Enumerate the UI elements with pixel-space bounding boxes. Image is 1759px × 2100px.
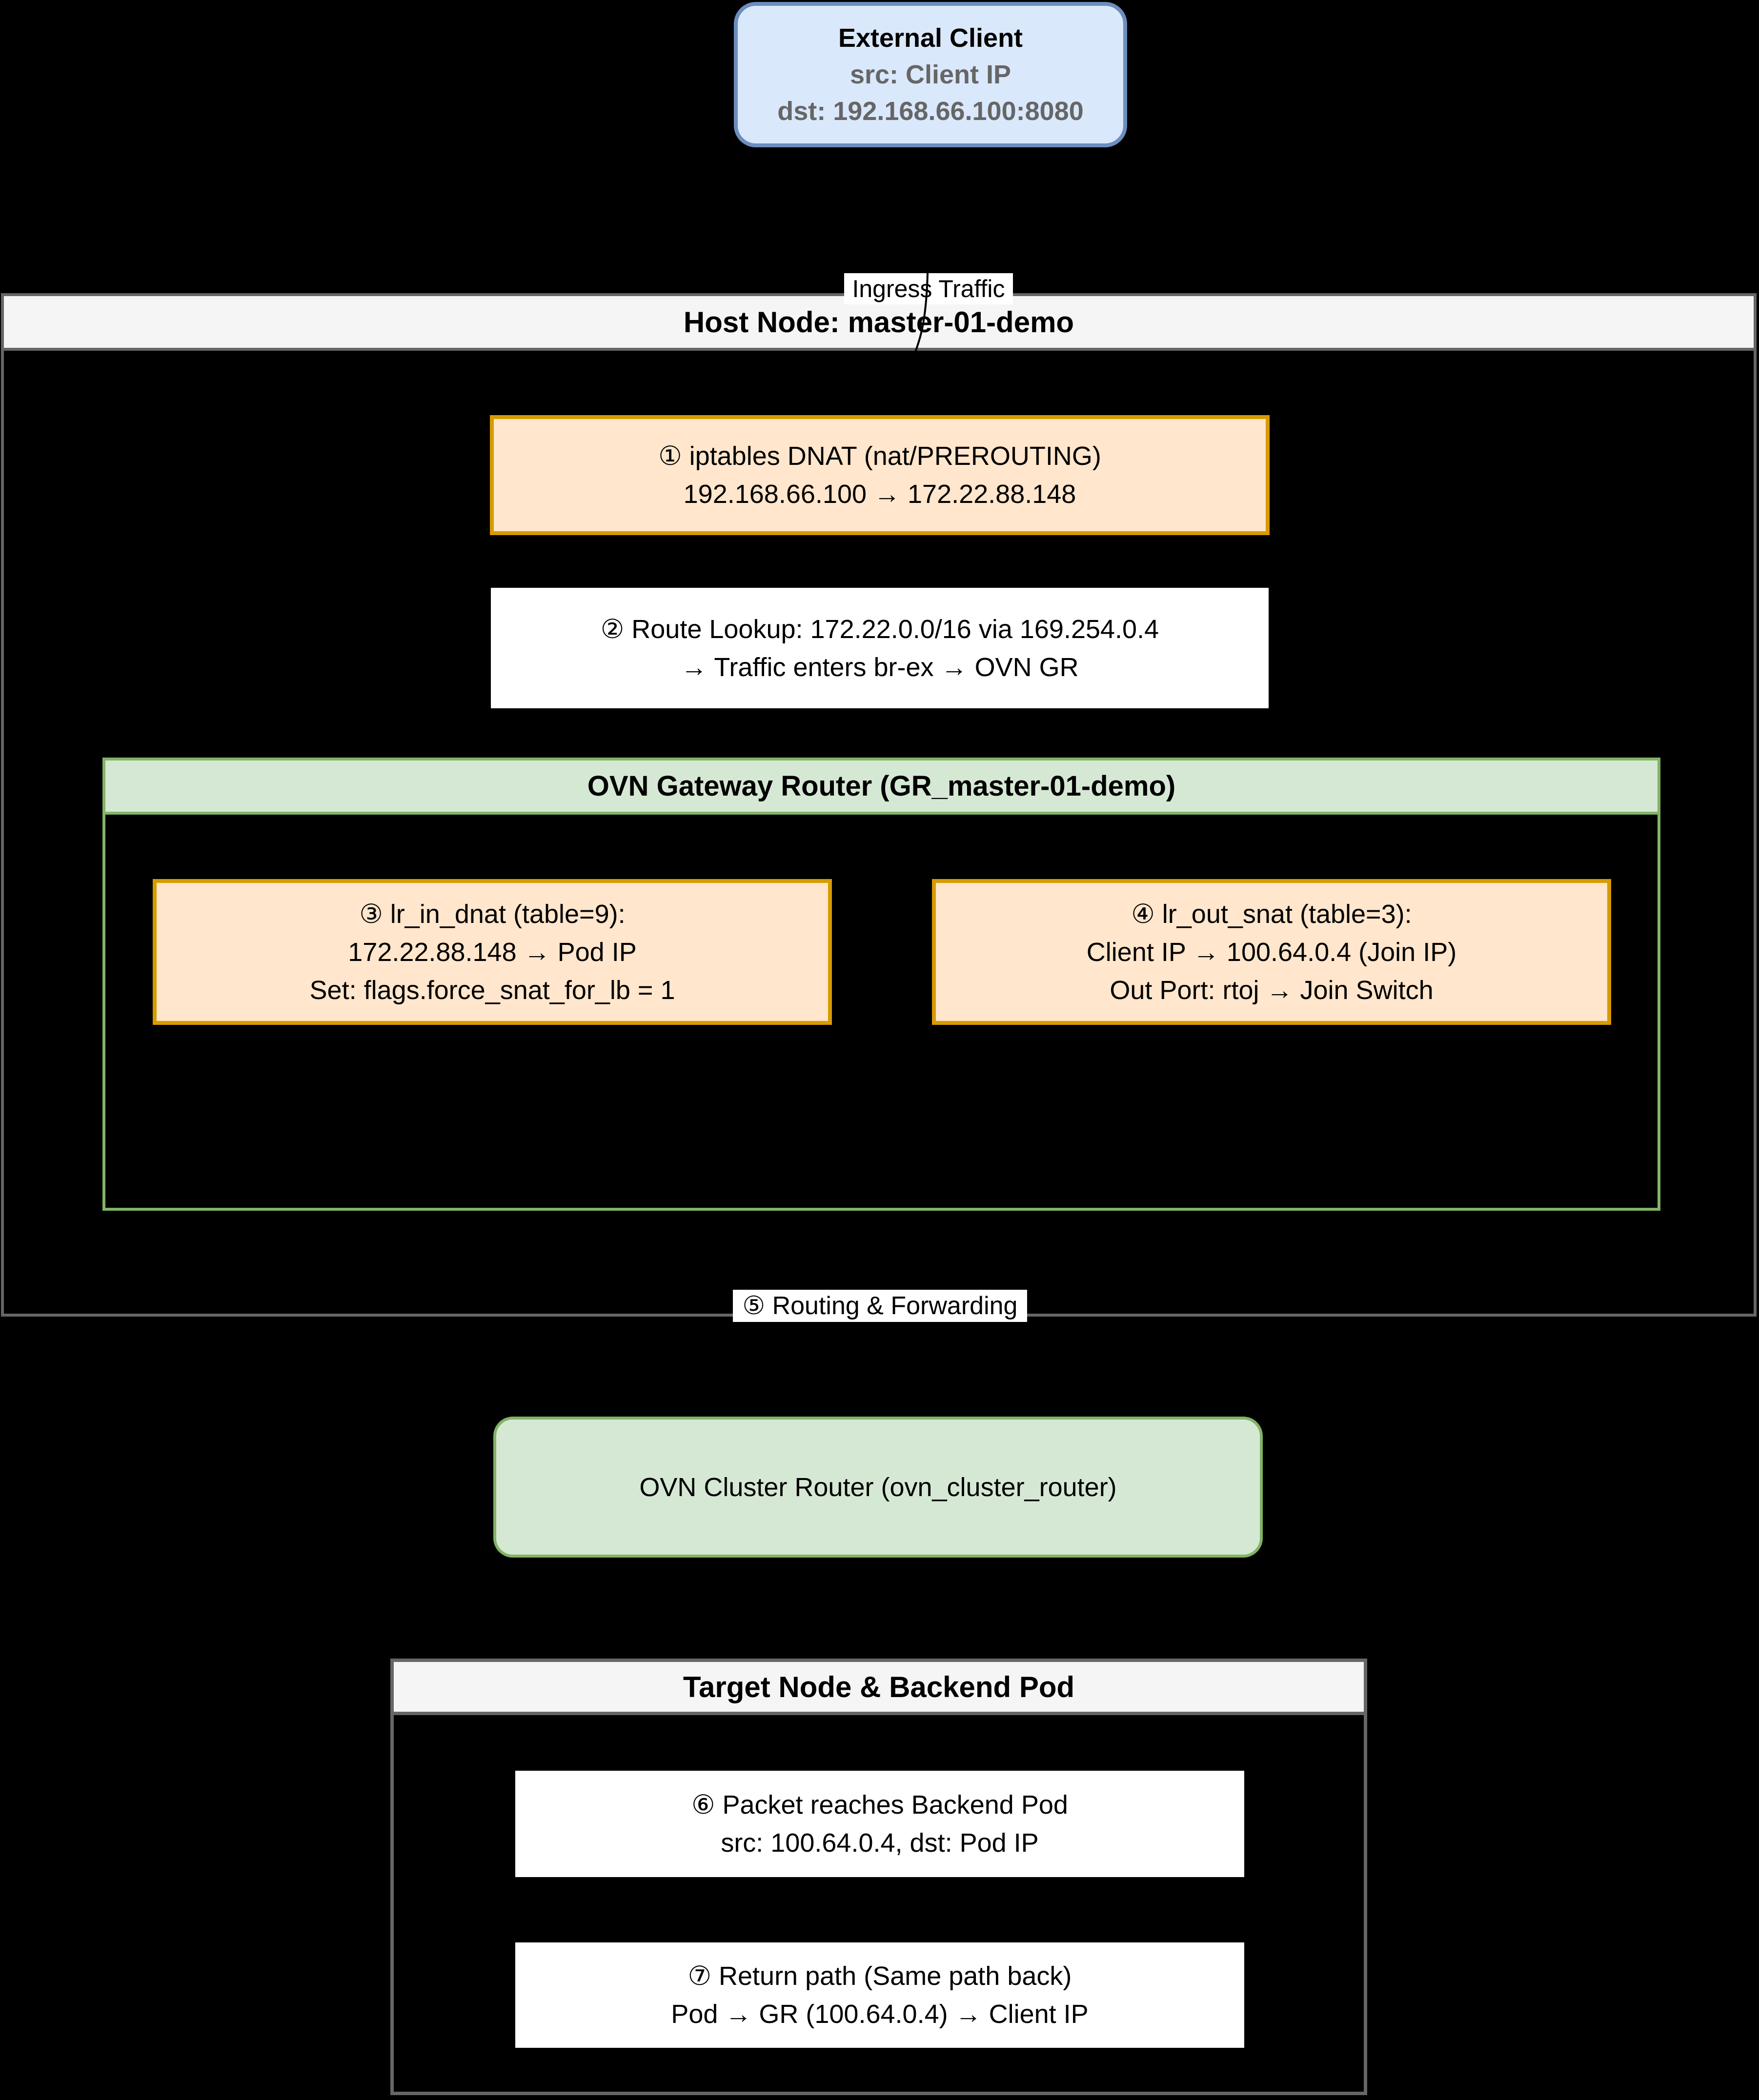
step7-return-path-box: ⑦ Return path (Same path back) Pod → GR … bbox=[515, 1942, 1244, 2048]
cluster-router-title: OVN Cluster Router (ovn_cluster_router) bbox=[639, 1472, 1117, 1502]
external-client-dst: dst: 192.168.66.100:8080 bbox=[777, 96, 1084, 126]
step4-line2: Client IP → 100.64.0.4 (Join IP) bbox=[1086, 937, 1457, 967]
step1-line2: 192.168.66.100 → 172.22.88.148 bbox=[683, 480, 1076, 509]
external-client-title: External Client bbox=[838, 23, 1023, 53]
step4-line3: Out Port: rtoj → Join Switch bbox=[1110, 975, 1434, 1005]
routing-forwarding-label: ⑤ Routing & Forwarding bbox=[733, 1290, 1027, 1322]
step7-line2: Pod → GR (100.64.0.4) → Client IP bbox=[671, 2000, 1089, 2029]
external-client-box: External Client src: Client IP dst: 192.… bbox=[734, 2, 1127, 147]
step1-iptables-dnat-box: ① iptables DNAT (nat/PREROUTING) 192.168… bbox=[490, 415, 1270, 535]
cluster-router-box: OVN Cluster Router (ovn_cluster_router) bbox=[493, 1417, 1263, 1558]
step3-line1: ③ lr_in_dnat (table=9): bbox=[359, 899, 626, 929]
host-node-title: Host Node: master-01-demo bbox=[683, 305, 1074, 339]
routing-forwarding-text: ⑤ Routing & Forwarding bbox=[742, 1292, 1018, 1320]
external-client-src: src: Client IP bbox=[849, 60, 1011, 89]
target-node-header: Target Node & Backend Pod bbox=[390, 1659, 1367, 1715]
target-node-title: Target Node & Backend Pod bbox=[683, 1670, 1075, 1703]
step4-line1: ④ lr_out_snat (table=3): bbox=[1131, 899, 1412, 929]
step1-line1: ① iptables DNAT (nat/PREROUTING) bbox=[658, 441, 1101, 471]
step2-line2: → Traffic enters br-ex → OVN GR bbox=[681, 652, 1079, 682]
step3-lr-in-dnat-box: ③ lr_in_dnat (table=9): 172.22.88.148 → … bbox=[153, 879, 832, 1025]
step4-lr-out-snat-box: ④ lr_out_snat (table=3): Client IP → 100… bbox=[932, 879, 1611, 1025]
step6-line1: ⑥ Packet reaches Backend Pod bbox=[691, 1790, 1068, 1820]
step6-line2: src: 100.64.0.4, dst: Pod IP bbox=[721, 1828, 1039, 1858]
step6-packet-reaches-pod-box: ⑥ Packet reaches Backend Pod src: 100.64… bbox=[515, 1771, 1244, 1877]
step2-route-lookup-box: ② Route Lookup: 172.22.0.0/16 via 169.25… bbox=[491, 588, 1269, 708]
step7-line1: ⑦ Return path (Same path back) bbox=[687, 1961, 1072, 1991]
ingress-traffic-label: Ingress Traffic bbox=[844, 273, 1013, 304]
step2-line1: ② Route Lookup: 172.22.0.0/16 via 169.25… bbox=[600, 614, 1159, 644]
step3-line2: 172.22.88.148 → Pod IP bbox=[348, 937, 637, 967]
ingress-traffic-text: Ingress Traffic bbox=[852, 275, 1005, 302]
gateway-router-header: OVN Gateway Router (GR_master-01-demo) bbox=[102, 758, 1660, 815]
gateway-router-title: OVN Gateway Router (GR_master-01-demo) bbox=[587, 770, 1176, 802]
step3-line3: Set: flags.force_snat_for_lb = 1 bbox=[309, 975, 675, 1005]
